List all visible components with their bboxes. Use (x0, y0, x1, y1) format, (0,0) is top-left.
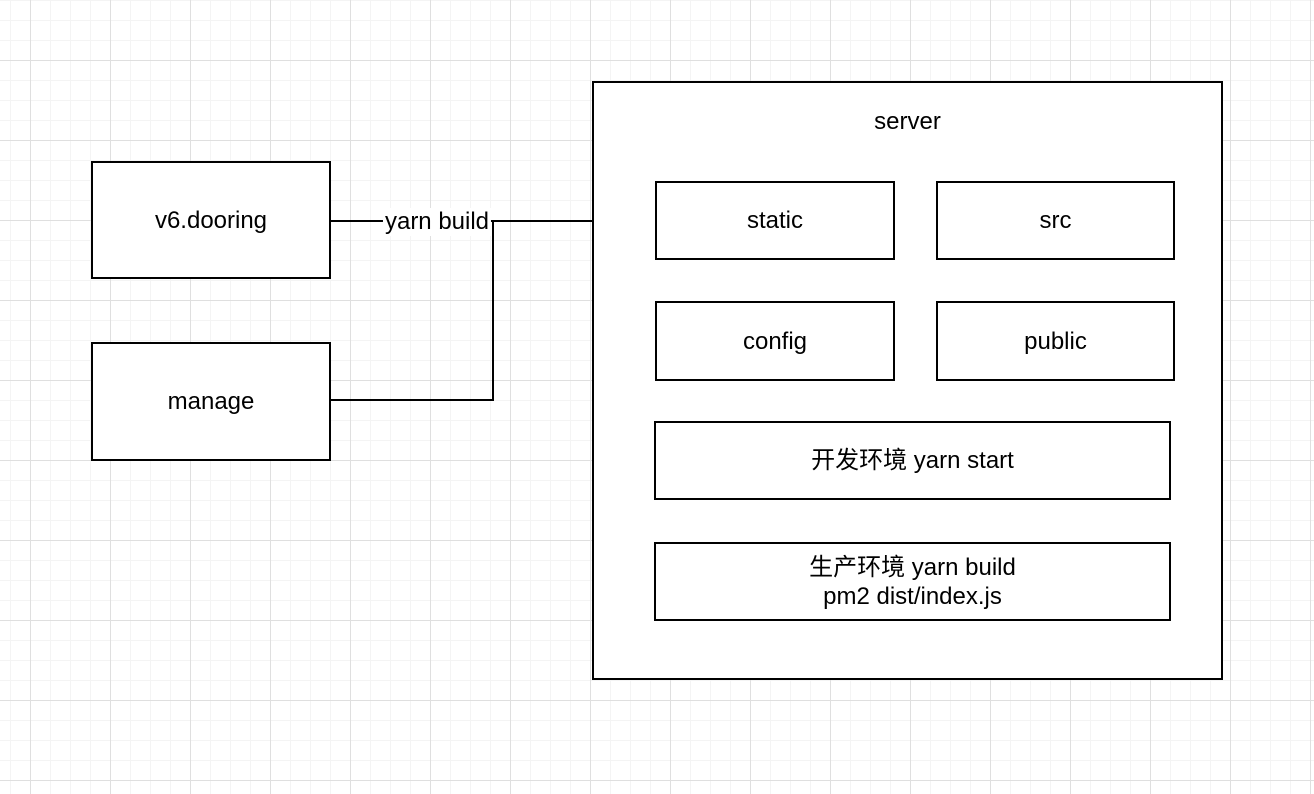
node-static-label: static (746, 207, 803, 234)
server-title: server (874, 108, 941, 135)
node-prod-env-line2: pm2 dist/index.js (823, 582, 1002, 610)
edge-manage-line[interactable] (330, 399, 494, 401)
node-dev-env[interactable]: 开发环境 yarn start (654, 421, 1171, 500)
node-prod-env-line1: 生产环境 yarn build (809, 553, 1016, 581)
node-static[interactable]: static (655, 181, 895, 260)
edge-label-yarn-build[interactable]: yarn build (382, 208, 492, 236)
node-prod-env[interactable]: 生产环境 yarn build pm2 dist/index.js (654, 542, 1171, 621)
node-v6dooring-label: v6.dooring (154, 206, 268, 234)
node-prod-env-label: 生产环境 yarn build pm2 dist/index.js (809, 553, 1016, 611)
node-v6dooring[interactable]: v6.dooring (91, 161, 331, 279)
node-dev-env-label: 开发环境 yarn start (811, 447, 1014, 474)
node-public[interactable]: public (936, 301, 1175, 381)
node-config[interactable]: config (655, 301, 895, 381)
node-manage-label: manage (167, 388, 255, 415)
node-src-label: src (1039, 207, 1072, 234)
node-server-container[interactable]: server static src config public 开发环境 yar… (592, 81, 1223, 680)
node-manage[interactable]: manage (91, 342, 331, 461)
node-src[interactable]: src (936, 181, 1175, 260)
node-config-label: config (742, 327, 808, 355)
node-public-label: public (1024, 327, 1087, 355)
edge-manage-vertical-line[interactable] (492, 220, 494, 401)
